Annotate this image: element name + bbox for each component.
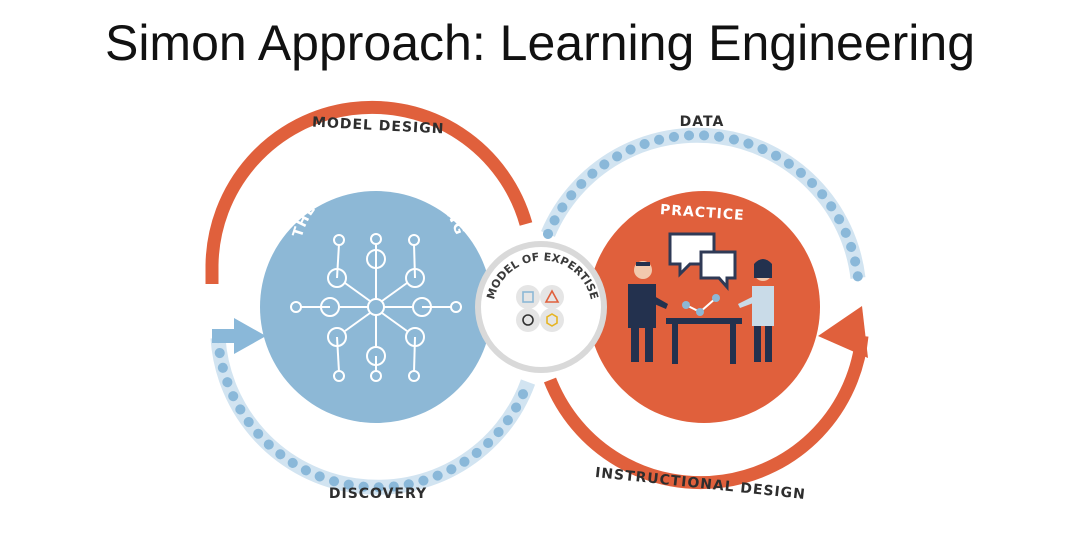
model-of-expertise-circle [475,241,607,373]
model-design-arc [205,100,533,284]
discovery-arrowhead [234,318,266,354]
theories-of-learning-circle [260,191,492,423]
page-title: Simon Approach: Learning Engineering [104,15,976,71]
discovery-label: DISCOVERY [329,486,427,502]
practice-scene-icon [628,232,774,364]
discovery-arc [210,337,536,495]
instructional-design-arrowhead [818,306,868,358]
network-icon [290,233,462,382]
instructional-design-arc [543,335,869,490]
model-design-label: MODEL DESIGN [312,115,445,138]
practice-label: PRACTICE [659,202,745,224]
expertise-icon [516,285,564,332]
data-label: DATA [680,114,725,130]
data-arc-dots [543,130,863,283]
practice-circle [588,191,820,423]
